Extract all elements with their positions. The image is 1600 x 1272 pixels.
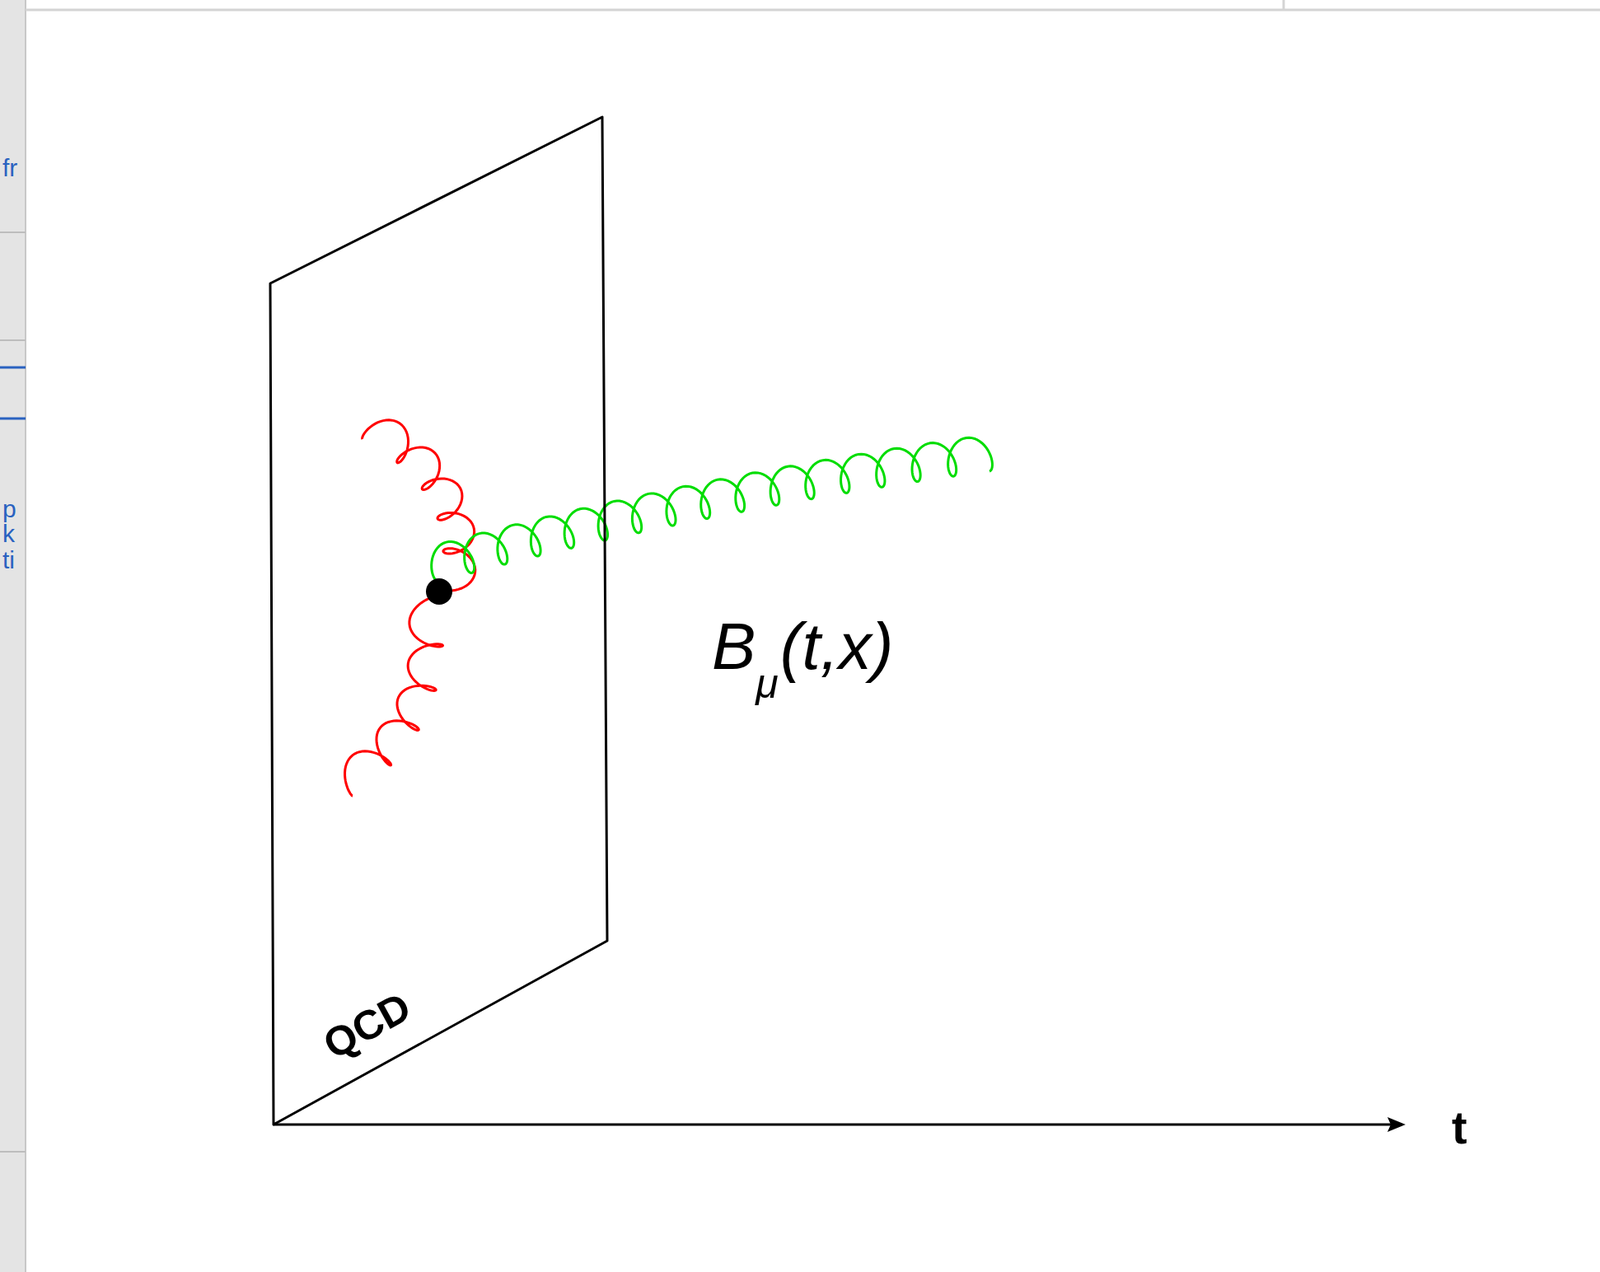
field-arguments: (t,x) bbox=[780, 613, 894, 680]
plane-shape: QCD bbox=[270, 116, 609, 1126]
time-axis bbox=[273, 1123, 1393, 1127]
panel-edge bbox=[24, 0, 27, 1272]
gluon-line bbox=[431, 437, 993, 582]
panel-fragment: ti bbox=[2, 547, 15, 573]
panel-fragment: p bbox=[2, 496, 17, 522]
side-panel bbox=[0, 0, 26, 1272]
gluon-line bbox=[362, 420, 476, 591]
axis-arrowhead bbox=[1387, 1117, 1406, 1133]
panel-rule bbox=[0, 366, 26, 370]
gluon-line bbox=[345, 596, 444, 796]
panel-fragment: fr bbox=[2, 155, 18, 181]
panel-rule bbox=[0, 231, 26, 234]
window-edge bbox=[1282, 0, 1286, 10]
panel-rule bbox=[0, 339, 26, 342]
panel-rule bbox=[0, 1150, 26, 1153]
window-edge bbox=[25, 9, 1600, 12]
plane-outline bbox=[270, 116, 609, 1126]
field-symbol: B bbox=[711, 613, 756, 680]
panel-rule bbox=[0, 417, 26, 421]
field-index: μ bbox=[755, 663, 778, 705]
panel-fragment: k bbox=[2, 521, 15, 547]
vertex-dot bbox=[425, 578, 453, 605]
axis-label: t bbox=[1451, 1104, 1468, 1151]
